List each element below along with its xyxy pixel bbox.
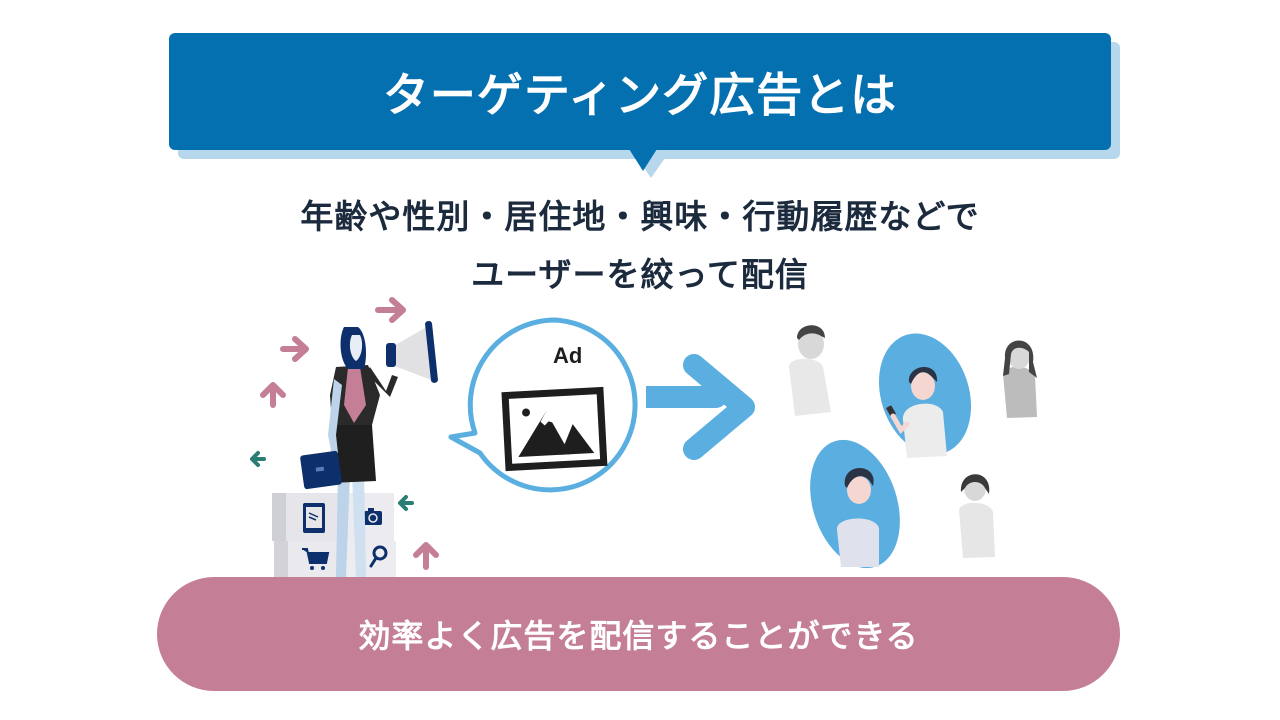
- camera-icon: [364, 508, 382, 525]
- title-banner: ターゲティング広告とは: [169, 33, 1111, 150]
- businesswoman: [300, 327, 398, 577]
- ad-speech-bubble: [448, 317, 638, 493]
- megaphone-icon: [386, 321, 438, 383]
- subtitle-line-2: ユーザーを絞って配信: [471, 255, 809, 294]
- subtitle-line-1: 年齢や性別・居住地・興味・行動履歴などで: [300, 197, 980, 236]
- arrow-up-icon: [413, 542, 439, 570]
- person-icon: [789, 325, 831, 416]
- page-title: ターゲティング広告とは: [382, 67, 898, 122]
- arrow-left-icon: [398, 495, 414, 511]
- tablet-icon: [303, 503, 325, 533]
- image-icon: [501, 386, 608, 472]
- search-icon: [369, 545, 388, 568]
- highlighted-person: [810, 439, 900, 569]
- cart-icon: [302, 548, 330, 570]
- arrow-up-icon: [260, 382, 286, 408]
- audience-illustration: [789, 325, 1037, 569]
- arrow-right-icon: [280, 336, 309, 362]
- highlighted-person: [878, 333, 972, 458]
- marketer-illustration: [250, 297, 439, 579]
- conclusion-text: 効率よく広告を配信することができる: [358, 617, 919, 655]
- person-icon: [1003, 340, 1037, 418]
- title-banner-tail: [629, 149, 657, 171]
- box: [344, 541, 396, 579]
- arrow-right-icon: [375, 297, 406, 323]
- person-icon: [959, 474, 995, 558]
- arrow-left-icon: [250, 451, 266, 467]
- conclusion-banner: 効率よく広告を配信することができる: [157, 577, 1120, 691]
- ad-label: Ad: [553, 343, 583, 368]
- arrow-right-icon: [646, 354, 755, 460]
